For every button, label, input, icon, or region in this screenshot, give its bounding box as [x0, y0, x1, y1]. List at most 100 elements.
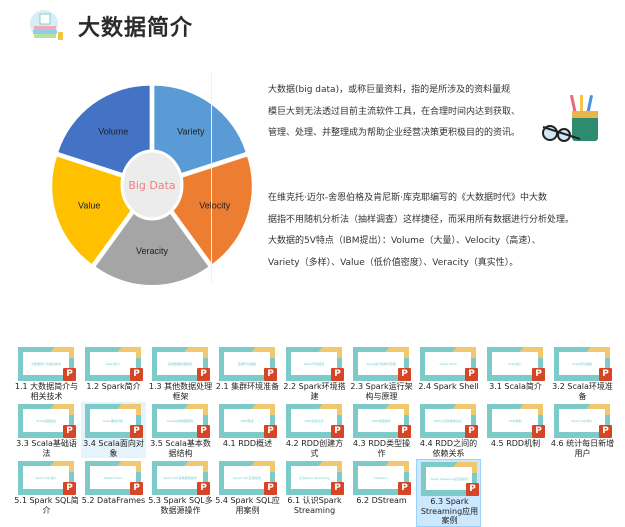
intro-paragraph: 大数据(big data)，或称巨量资料，指的是所涉及的资料量规 模巨大到无法透…: [268, 80, 520, 145]
powerpoint-icon: P: [331, 425, 344, 438]
thumbnail-title: Scala简介: [492, 352, 538, 375]
powerpoint-icon: P: [130, 482, 143, 495]
powerpoint-icon: P: [466, 483, 479, 496]
text-line: Variety（多样）、Value（低价值密度）、Veracity（真实性）。: [268, 257, 519, 268]
pie-segment-volume: [58, 85, 150, 182]
powerpoint-icon: P: [264, 482, 277, 495]
slide-thumbnail: Scala环境准备: [554, 347, 610, 381]
file-name: 6.3 Spark Streaming应用案例: [420, 497, 479, 525]
thumbnail-title: Spark运行架构与原理: [358, 352, 404, 375]
powerpoint-icon: P: [63, 368, 76, 381]
thumbnail-title: Scala面向对象: [90, 409, 136, 432]
slide-thumbnail: 集群环境准备: [219, 347, 275, 381]
thumbnail-title: Spark SQL简介: [23, 466, 69, 489]
file-name: 5.3 Spark SQL多数据源操作: [148, 496, 213, 515]
file-name: 4.1 RDD概述: [222, 439, 273, 448]
file-name: 3.4 Scala面向对象: [83, 439, 144, 458]
thumbnail-title: Scala基本数据结构: [157, 409, 203, 432]
file-name: 1.1 大数据简介与相关技术: [14, 382, 79, 401]
thumbnail-title: RDD之间的依赖关系: [425, 409, 471, 432]
powerpoint-icon: P: [264, 368, 277, 381]
file-name: 3.5 Scala基本数据结构: [150, 439, 211, 458]
file-name: 5.4 Spark SQL应用案例: [215, 496, 280, 515]
text-line: 模巨大到无法透过目前主流软件工具，在合理时间内达到获取、: [268, 106, 521, 117]
slide-thumbnail: RDD之间的依赖关系: [420, 404, 476, 438]
file-name: 2.1 集群环境准备: [215, 382, 280, 391]
books-icon: [26, 10, 66, 42]
slide-thumbnail: RDD机制: [487, 404, 543, 438]
file-name: 1.3 其他数据处理框架: [148, 382, 213, 401]
slide-thumbnail: RDD创建方式: [286, 404, 342, 438]
powerpoint-icon: P: [264, 425, 277, 438]
text-line: 管理、处理、并整理成为帮助企业经营决策更积极目的的资讯。: [268, 128, 521, 138]
powerpoint-icon: P: [331, 368, 344, 381]
segment-label: Value: [78, 200, 100, 210]
file-name: 1.2 Spark简介: [86, 382, 141, 391]
pencil-cup-glasses-icon: [540, 94, 604, 151]
thumbnail-title: Scala环境准备: [559, 352, 605, 375]
page-title: 大数据简介: [78, 16, 194, 41]
powerpoint-icon: P: [130, 368, 143, 381]
file-name: 4.3 RDD类型操作: [352, 439, 411, 458]
file-name: 4.6 统计每日新增用户: [550, 439, 615, 458]
pie-segment-variety: [154, 85, 246, 182]
slide-thumbnail: 大数据简介与相关技术: [18, 347, 74, 381]
file-name: 4.4 RDD之间的依赖关系: [419, 439, 478, 458]
thumbnail-title: Spark SQL简介: [559, 409, 605, 432]
powerpoint-icon: P: [63, 425, 76, 438]
thumbnail-title: 集群环境准备: [224, 352, 270, 375]
file-name: 4.2 RDD创建方式: [285, 439, 344, 458]
file-name: 2.4 Spark Shell: [418, 382, 479, 391]
file-name: 5.1 Spark SQL简介: [14, 496, 79, 515]
thumbnail-title: Spark环境搭建: [291, 352, 337, 375]
segment-label: Variety: [177, 127, 205, 137]
slide-thumbnail: DStream: [353, 461, 409, 495]
divider: [211, 72, 212, 282]
thumbnail-title: Spark Streaming应用案例: [426, 467, 472, 490]
slide-thumbnail: RDD类型操作: [353, 404, 409, 438]
thumbnail-title: RDD类型操作: [358, 409, 404, 432]
file-name: 6.1 认识Spark Streaming: [287, 496, 342, 515]
thumbnail-title: RDD创建方式: [291, 409, 337, 432]
segment-label: Velocity: [199, 200, 231, 210]
powerpoint-icon: P: [465, 368, 478, 381]
file-name: 5.2 DataFrames: [81, 496, 146, 505]
powerpoint-icon: P: [63, 482, 76, 495]
thumbnail-title: DataFrames: [90, 466, 136, 489]
segment-label: Veracity: [136, 246, 169, 256]
thumbnail-title: Spark SQL多数据源操作: [157, 466, 203, 489]
thumbnail-title: 大数据简介与相关技术: [23, 352, 69, 375]
file-name: 3.2 Scala环境准备: [552, 382, 613, 401]
pie-center: [120, 149, 184, 221]
text-line: 大数据(big data)，或称巨量资料，指的是所涉及的资料量规: [268, 85, 511, 95]
slide-thumbnail: 其他数据处理框架: [152, 347, 208, 381]
powerpoint-icon: P: [197, 425, 210, 438]
thumbnail-title: 认识Spark Streaming: [291, 466, 337, 489]
